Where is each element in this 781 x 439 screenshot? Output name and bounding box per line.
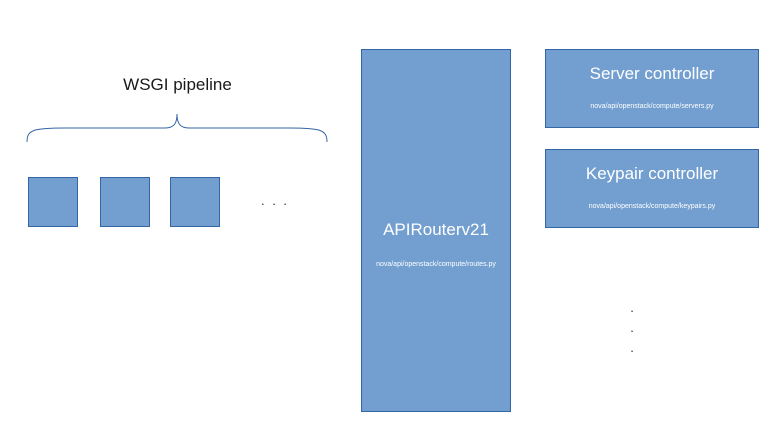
pipeline-more-ellipsis: . . . [260, 193, 290, 208]
pipeline-box [100, 177, 150, 227]
ellipsis-dot: . [630, 340, 634, 355]
pipeline-box [170, 177, 220, 227]
keypair-controller-box: Keypair controller nova/api/openstack/co… [545, 149, 759, 228]
ellipsis-dot: . [630, 300, 634, 315]
api-router-path: nova/api/openstack/compute/routes.py [376, 261, 496, 268]
pipeline-title: WSGI pipeline [123, 75, 232, 94]
keypair-controller-title: Keypair controller [585, 164, 719, 183]
keypair-controller-path: nova/api/openstack/compute/keypairs.py [588, 203, 716, 210]
pipeline-brace [26, 113, 328, 143]
api-router-box: APIRouterv21 nova/api/openstack/compute/… [361, 49, 511, 412]
server-controller-path: nova/api/openstack/compute/servers.py [590, 103, 714, 110]
controllers-more-ellipsis: . . . [622, 298, 642, 358]
server-controller-box: Server controller nova/api/openstack/com… [545, 49, 759, 128]
server-controller-title: Server controller [589, 64, 715, 83]
ellipsis-dot: . [630, 320, 634, 335]
api-router-title: APIRouterv21 [383, 220, 489, 239]
pipeline-box [28, 177, 78, 227]
